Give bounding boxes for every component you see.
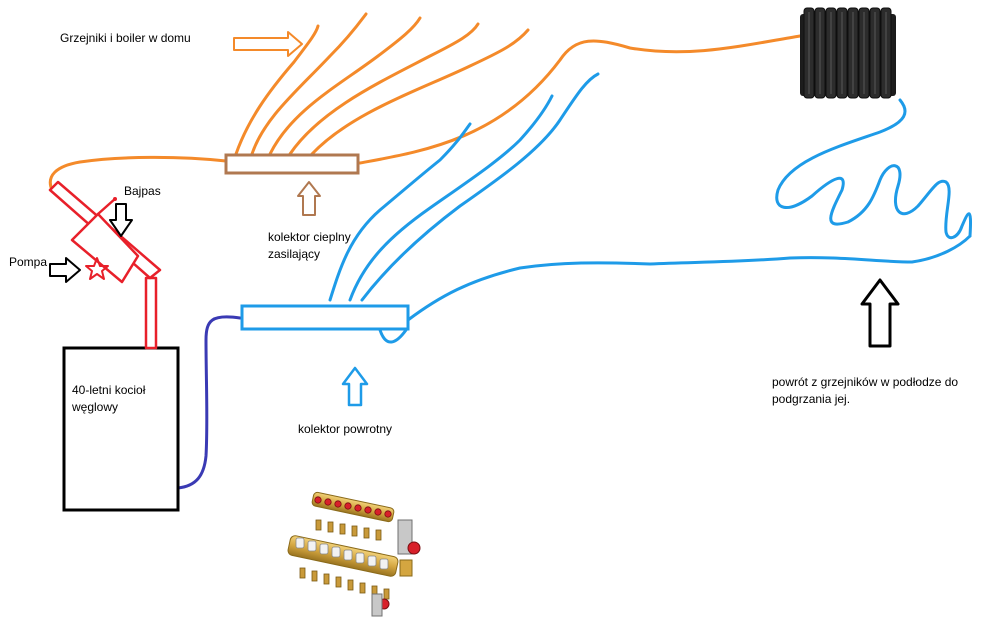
cold-branch-1	[328, 122, 472, 302]
floor-return-label: powrót z grzejników w podłodze do podgrz…	[772, 375, 959, 406]
hot-main-pipe	[48, 155, 228, 192]
floor-heating-loop	[775, 98, 972, 240]
cold-manifold-tail	[378, 328, 408, 344]
boiler-riser-pipe	[144, 276, 158, 350]
supply-manifold-up-arrow-icon	[297, 181, 321, 216]
hot-branch-3	[268, 16, 422, 156]
star-icon	[85, 257, 109, 280]
cold-branch-2	[348, 94, 554, 302]
radiator-photo	[800, 7, 896, 99]
bypass-dot	[113, 197, 117, 201]
hot-branch-2	[250, 12, 368, 156]
return-manifold-up-arrow-icon	[341, 366, 369, 407]
cold-branch-3	[360, 72, 600, 302]
return-manifold-label: kolektor powrotny	[298, 422, 393, 436]
boiler	[62, 346, 180, 512]
bypass-label: Bajpas	[124, 184, 161, 198]
cold-return-main	[406, 234, 972, 322]
pump-label: Pompa	[9, 255, 48, 269]
hot-branch-5	[310, 28, 530, 156]
boiler-output-assembly	[48, 180, 162, 350]
bypass-link	[97, 197, 117, 215]
hot-branch-4	[288, 22, 480, 156]
cold-pipes	[328, 72, 972, 344]
pump-right-arrow-icon	[49, 257, 81, 283]
boiler-label: 40-letni kocioł węglowy	[72, 383, 146, 414]
hot-branch-1	[234, 24, 320, 156]
return-manifold	[240, 304, 410, 331]
floor-return-up-arrow-icon	[860, 278, 900, 348]
heaters-label: Grzejniki i boiler w domu	[60, 31, 191, 45]
manifold-photo	[287, 491, 421, 617]
orange-right-arrow-icon	[233, 31, 303, 57]
boiler-return-pipe	[176, 315, 242, 490]
hot-pipe-to-radiator	[358, 34, 802, 165]
bypass-down-arrow-icon	[109, 203, 133, 237]
hot-pipes	[48, 12, 802, 192]
supply-manifold-label: kolektor cieplny zasilający	[268, 230, 351, 261]
supply-manifold	[224, 153, 360, 175]
